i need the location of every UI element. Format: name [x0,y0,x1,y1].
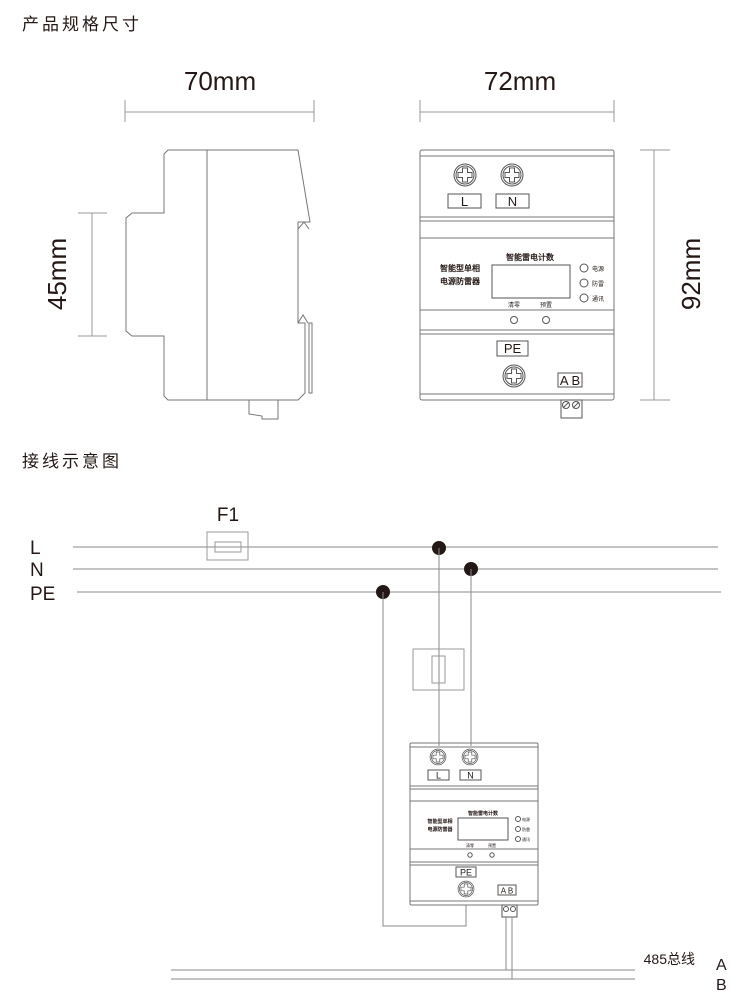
rail-height-label: 45mm [42,238,72,310]
bus-label: 485总线 [644,951,695,967]
button-reset-label: 清零 [508,301,520,309]
drop-wire-pe [382,592,467,927]
indicator-power-label: 电源 [592,265,604,273]
device-name-line1: 智能型单相 [440,263,480,273]
mini-terminal-screw-pe [457,880,475,898]
terminal-label-ab: A B [560,373,580,388]
terminal-screw-l [453,163,477,187]
rail-clip-top [297,221,310,230]
button-preset [542,316,550,324]
mini-device-name-line1: 智能型单相 [427,818,452,825]
mini-indicator-surge-label: 防雷 [522,826,530,832]
terminal-screw-n [500,163,524,187]
terminal-label-n: N [508,194,517,209]
indicator-surge-label: 防雷 [592,280,604,288]
rail-clip-bottom [297,314,309,324]
counter-display [491,264,571,299]
indicator-comm-led [579,293,589,303]
front-view: 72mm 92mm L N 智能型单相 电源防雷器 智能雷电计数 [419,66,706,419]
bus-line-label-a: A [716,957,727,974]
mini-terminal-label-l: L [436,771,441,781]
side-width-label: 70mm [184,66,256,96]
line-label-pe: PE [30,584,55,605]
front-body-outline [419,149,615,401]
rs485-connector [560,399,583,419]
rail-latch [308,322,313,394]
terminal-screw-pe [502,364,526,388]
mini-button-preset-label: 预置 [488,842,496,848]
indicator-surge-led [579,278,589,288]
fuse-f1 [206,531,249,561]
mini-button-reset-label: 清零 [466,842,474,848]
side-connector [248,400,279,420]
front-width-label: 72mm [484,66,556,96]
indicator-power-led [579,263,589,273]
fuse-label: F1 [217,505,239,526]
fuse-branch [412,648,465,691]
indicator-comm-label: 通讯 [592,295,604,303]
side-body-outline [125,149,311,401]
rail-height-dimension-line [78,212,107,337]
device-name-line2: 电源防雷器 [440,276,481,286]
mini-terminal-label-n: N [467,771,474,781]
mini-terminal-screw-l [429,748,447,766]
mini-counter-title: 智能雷电计数 [468,810,499,817]
mini-indicator-comm-label: 通讯 [522,836,530,842]
side-view: 70mm 45mm [42,66,315,420]
line-label-n: N [30,560,44,581]
front-height-label: 92mm [676,238,706,310]
mini-device-name-line2: 电源防雷器 [427,826,453,833]
terminal-label-l: L [461,194,468,209]
dimensions-section-title: 产品规格尺寸 [22,15,142,35]
mini-terminal-label-ab: A B [501,887,513,896]
line-label-l: L [30,538,41,559]
mini-indicator-power-label: 电源 [522,816,530,822]
mini-terminal-screw-n [461,748,479,766]
wiring-section-title: 接线示意图 [22,452,122,472]
front-width-dimension-line [419,100,615,122]
terminal-label-box-n [495,193,530,209]
terminal-label-box-l [447,193,482,209]
mini-terminal-label-pe: PE [460,868,472,878]
wiring-diagram: L N PE F1 [30,505,727,994]
wiring-device: L N 智能型单相 电源防雷器 智能雷电计数 电源 防雷 通讯 清零 预置 PE… [409,742,539,918]
side-width-dimension-line [124,100,315,122]
fuse-branch-element [431,655,446,684]
button-preset-label: 预置 [540,301,552,309]
bus-line-label-b: B [716,977,727,994]
button-reset [510,316,518,324]
counter-title: 智能雷电计数 [506,252,555,262]
terminal-label-box-ab [557,372,583,388]
terminal-label-box-pe [496,340,529,357]
front-height-dimension-line [640,149,670,401]
fuse-f1-element [214,541,242,553]
terminal-label-pe: PE [504,341,522,356]
